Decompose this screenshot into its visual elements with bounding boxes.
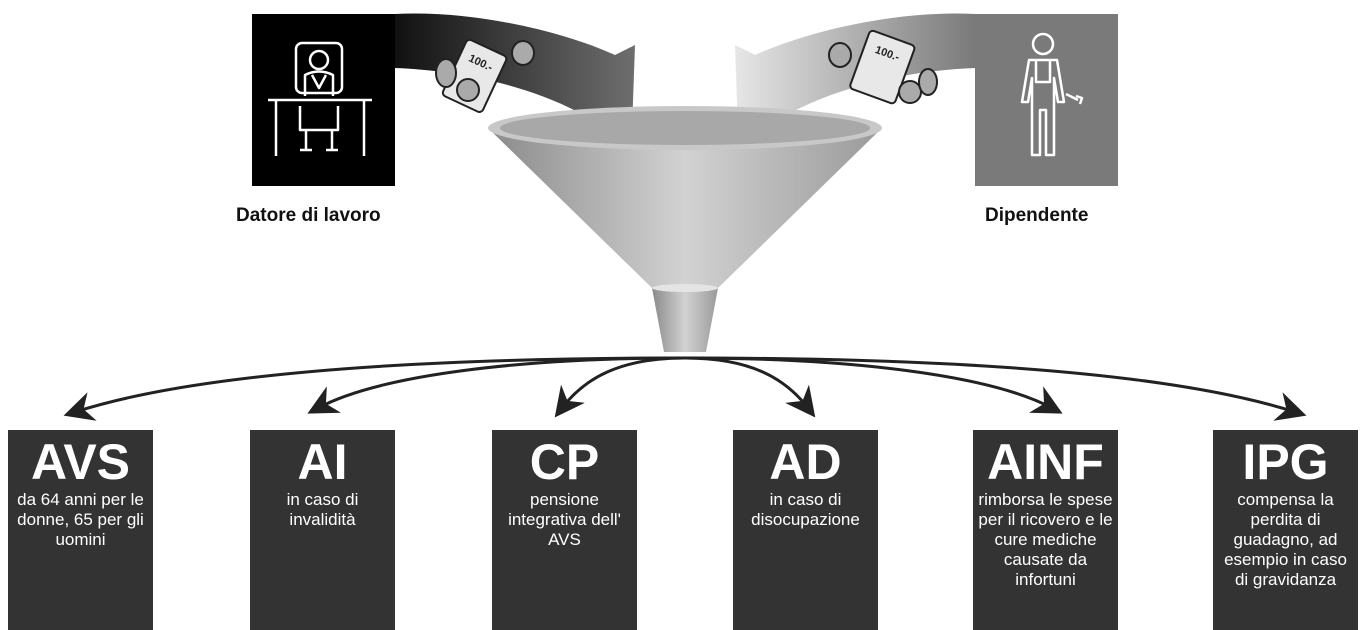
insurance-box-ipg: IPG compensa la perdita di guadagno, ad … <box>1213 430 1358 630</box>
insurance-box-ainf: AINF rimborsa le spese per il ricovero e… <box>973 430 1118 630</box>
worker-with-wrench-icon <box>1020 32 1084 157</box>
employee-label: Dipendente <box>985 205 1089 226</box>
insurance-box-ad: AD in caso di disocupazione <box>733 430 878 630</box>
insurance-abbr: AINF <box>987 434 1104 490</box>
employer-label: Datore di lavoro <box>236 205 381 226</box>
arrow-to-ad <box>684 356 816 418</box>
insurance-abbr: CP <box>529 434 600 490</box>
insurance-desc: da 64 anni per le donne, 65 per gli uomi… <box>17 490 144 549</box>
insurance-box-cp: CP pensione integrativa dell' AVS <box>492 430 637 630</box>
insurance-desc: rimborsa le spese per il ricovero e le c… <box>978 490 1113 589</box>
insurance-desc: in caso di disocupazione <box>751 490 860 529</box>
insurance-abbr: IPG <box>1242 434 1329 490</box>
insurance-box-avs: AVS da 64 anni per le donne, 65 per gli … <box>8 430 153 630</box>
insurance-desc: compensa la perdita di guadagno, ad esem… <box>1224 490 1347 589</box>
arrow-to-cp <box>554 356 686 418</box>
employee-panel <box>975 14 1118 186</box>
insurance-box-ai: AI in caso di invalidità <box>250 430 395 630</box>
employer-payment-icon: 100.- <box>435 38 535 113</box>
distribution-arrows <box>63 356 1307 421</box>
insurance-abbr: AD <box>769 434 842 490</box>
employee-payment-icon: 100.- <box>828 29 938 105</box>
insurance-abbr: AI <box>297 434 348 490</box>
insurance-desc: pensione integrativa dell' AVS <box>508 490 621 549</box>
insurance-desc: in caso di invalidità <box>286 490 359 529</box>
arrow-to-ai <box>307 356 686 414</box>
funnel <box>488 106 882 352</box>
arrow-to-ipg <box>684 356 1307 421</box>
arrow-to-avs <box>63 356 686 421</box>
employer-at-desk-icon <box>268 41 372 156</box>
employer-flow-arrow <box>395 13 635 131</box>
employer-panel <box>252 14 395 186</box>
insurance-abbr: AVS <box>30 434 131 490</box>
